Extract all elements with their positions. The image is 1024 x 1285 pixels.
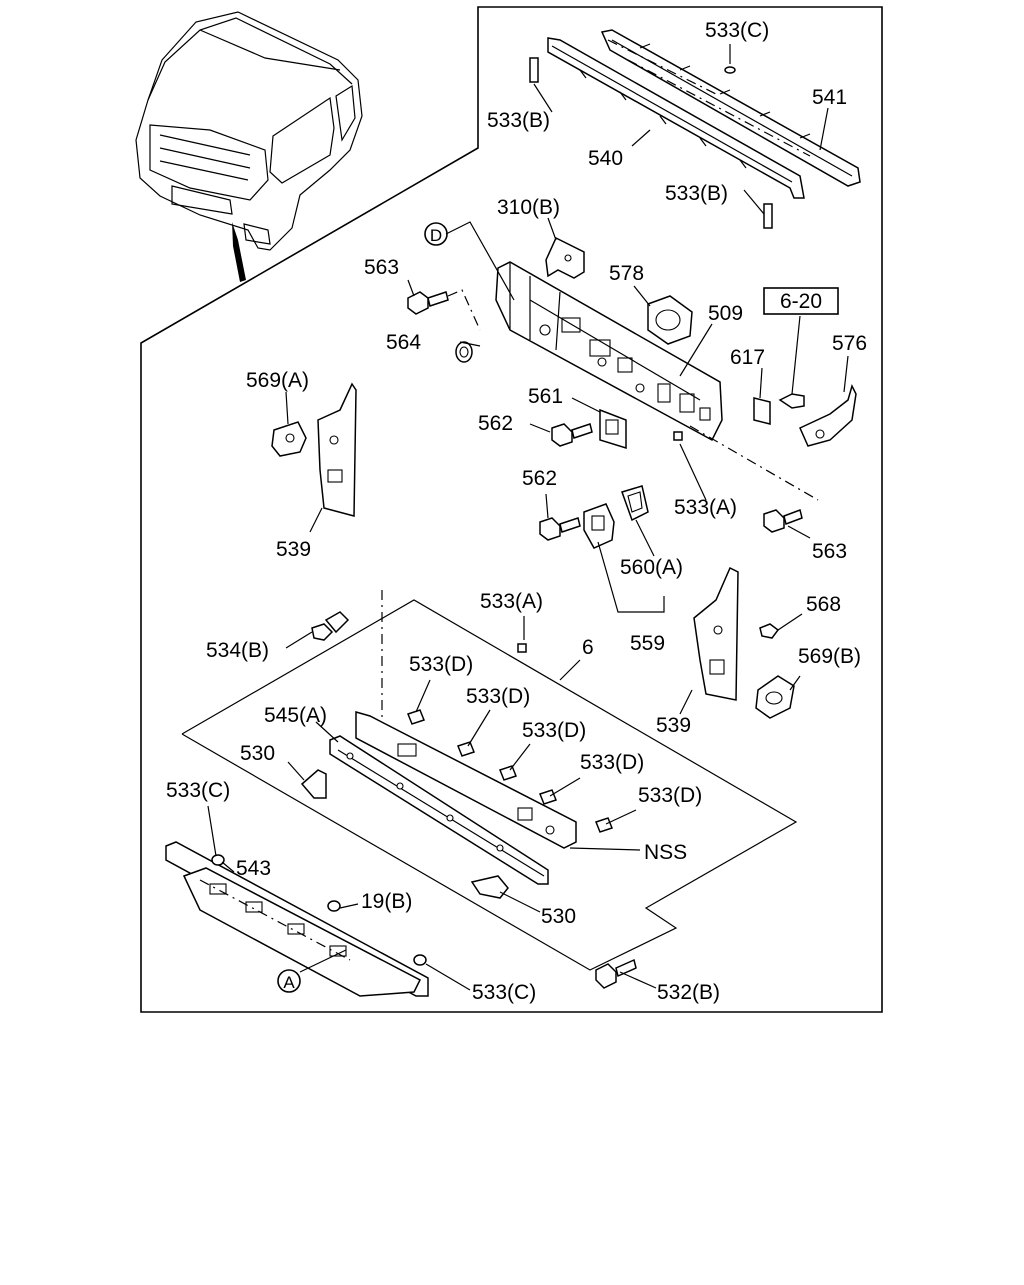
label-534b: 534(B) [206, 639, 269, 662]
label-532b: 532(B) [657, 981, 720, 1004]
label-569a: 569(A) [246, 369, 309, 392]
label-562-lower: 562 [522, 467, 557, 490]
label-533a-right: 533(A) [674, 496, 737, 519]
panel-hardware [407, 287, 857, 653]
label-nss: NSS [644, 841, 687, 864]
label-530-upper: 530 [240, 742, 275, 765]
label-568: 568 [806, 593, 841, 616]
label-533d-5: 533(D) [638, 784, 702, 807]
label-d-marker: D [430, 226, 442, 245]
label-563-upper: 563 [364, 256, 399, 279]
part-labels: 533(C) 541 533(B) 540 533(B) 310(B) D 56… [166, 19, 867, 1004]
label-569b: 569(B) [798, 645, 861, 668]
panel-509 [495, 236, 723, 442]
side-panels-539 [271, 382, 795, 719]
label-561: 561 [528, 385, 563, 408]
label-533d-3: 533(D) [522, 719, 586, 742]
label-563-lower: 563 [812, 540, 847, 563]
label-617: 617 [730, 346, 765, 369]
label-a-marker: A [283, 973, 295, 992]
label-541: 541 [812, 86, 847, 109]
label-562-upper: 562 [478, 412, 513, 435]
label-564: 564 [386, 331, 421, 354]
label-545a: 545(A) [264, 704, 327, 727]
label-6-20: 6-20 [780, 290, 822, 313]
truck-cab-overview [135, 11, 363, 282]
pin-534b [311, 611, 350, 641]
label-533d-1: 533(D) [409, 653, 473, 676]
upper-rails [529, 29, 861, 229]
label-533b-lower: 533(B) [665, 182, 728, 205]
label-543: 543 [236, 857, 271, 880]
label-576: 576 [832, 332, 867, 355]
label-533c-bottom: 533(C) [472, 981, 536, 1004]
label-539-right: 539 [656, 714, 691, 737]
label-559: 559 [630, 632, 665, 655]
label-533a-center: 533(A) [480, 590, 543, 613]
label-539-left: 539 [276, 538, 311, 561]
label-509: 509 [708, 302, 743, 325]
label-19b: 19(B) [361, 890, 412, 913]
label-6: 6 [582, 636, 594, 659]
circle-markers [277, 222, 448, 993]
label-533d-2: 533(D) [466, 685, 530, 708]
lower-panel-543 [165, 841, 429, 997]
label-533d-4: 533(D) [580, 751, 644, 774]
label-530-lower: 530 [541, 905, 576, 928]
label-533c-top: 533(C) [705, 19, 769, 42]
label-560a: 560(A) [620, 556, 683, 579]
label-540: 540 [588, 147, 623, 170]
label-578: 578 [609, 262, 644, 285]
label-533c-left: 533(C) [166, 779, 230, 802]
leader-lines [207, 44, 849, 991]
label-310b: 310(B) [497, 196, 560, 219]
diagram-frame [140, 6, 883, 1013]
label-533b-upper: 533(B) [487, 109, 550, 132]
